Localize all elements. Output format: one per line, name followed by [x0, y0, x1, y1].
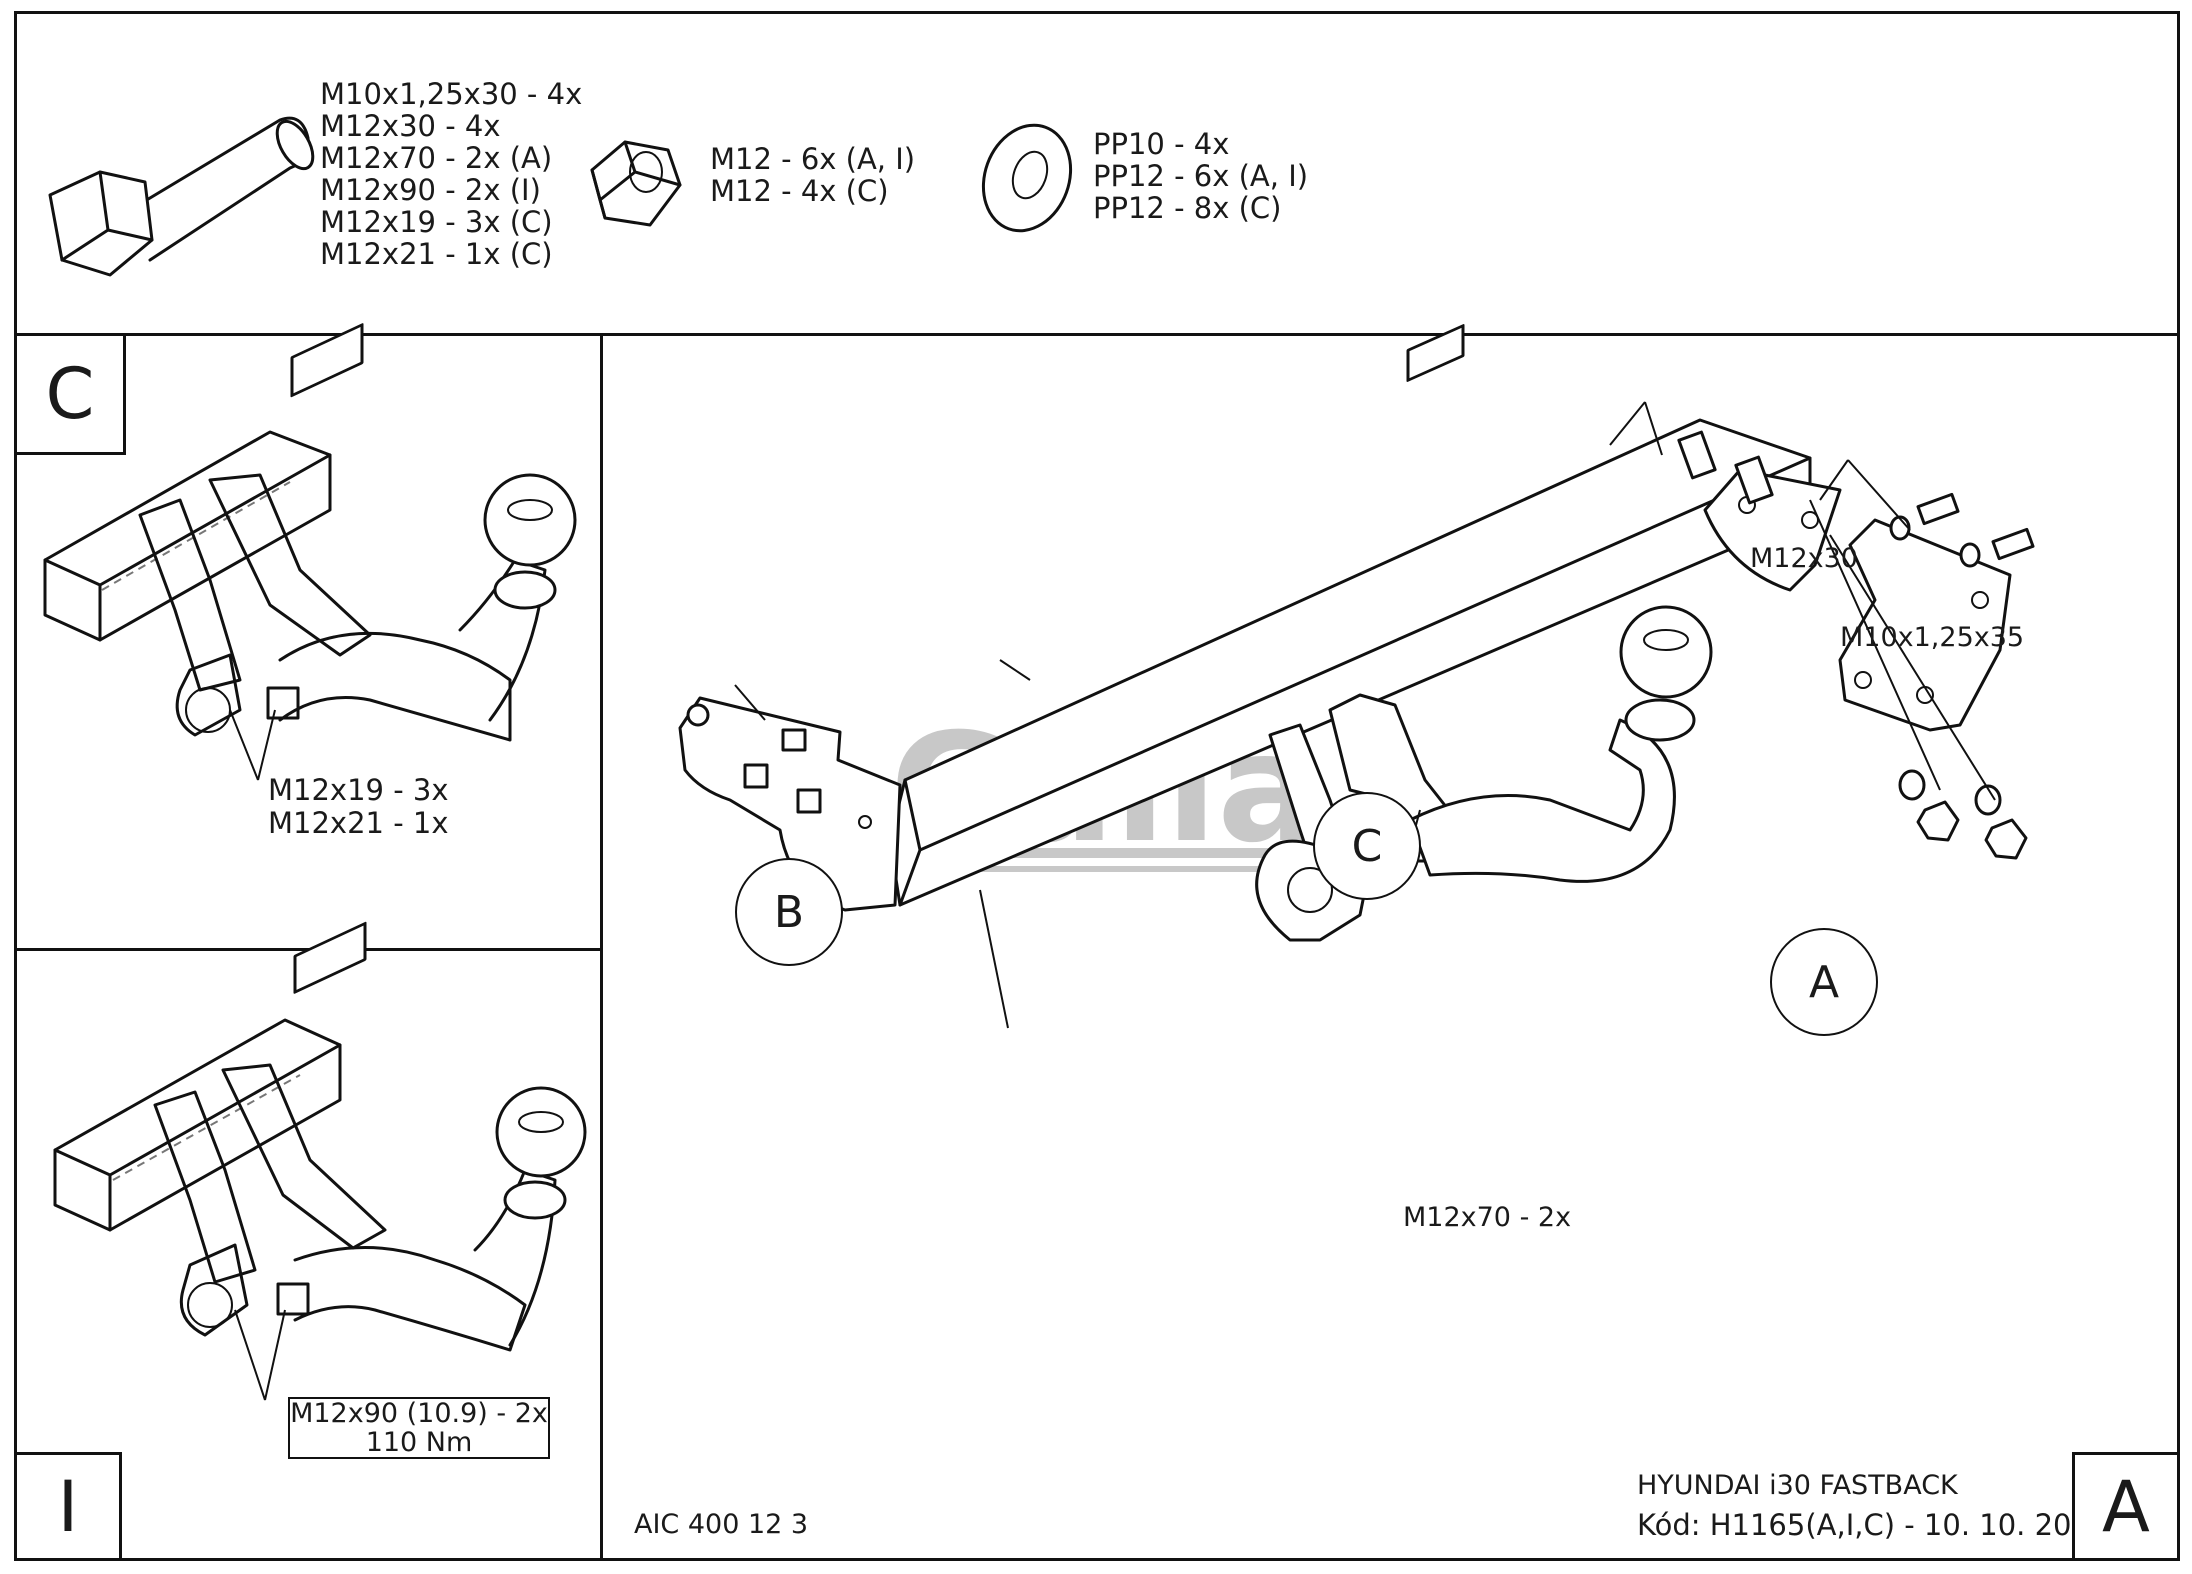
bolt-item: M12x30 - 4x — [320, 109, 501, 143]
bolt-icon — [48, 116, 315, 277]
drawing-frame — [14, 11, 2180, 1561]
nut-list: M12 - 6x (A, I) M12 - 4x (C) — [710, 145, 915, 209]
panel-i-towbar-drawing — [53, 921, 587, 1401]
header-divider — [14, 333, 2180, 336]
callout-c: C — [1313, 792, 1421, 900]
bolt-list: M10x1,25x30 - 4x M12x30 - 4x M12x70 - 2x… — [320, 80, 582, 272]
label-m12x70: M12x70 - 2x — [1403, 1202, 1572, 1233]
panel-i-bolt-callout: M12x90 (10.9) - 2x 110 Nm — [288, 1397, 550, 1459]
panel-c-towbar-drawing — [43, 323, 577, 781]
vehicle-name: HYUNDAI i30 FASTBACK — [1637, 1470, 1958, 1501]
panel-i-torque: 110 Nm — [365, 1427, 473, 1458]
washer-item: PP12 - 8x (C) — [1093, 191, 1282, 225]
callout-c-label: C — [1351, 820, 1383, 872]
nut-item: M12 - 4x (C) — [710, 174, 889, 208]
left-column-divider — [600, 333, 603, 1561]
code-line: Kód: H1165(A,I,C) - 10. 10. 2023 — [1637, 1508, 2109, 1542]
washer-item: PP10 - 4x — [1093, 127, 1230, 161]
callout-a: A — [1770, 928, 1878, 1036]
washer-list: PP10 - 4x PP12 - 6x (A, I) PP12 - 8x (C) — [1093, 130, 1308, 226]
label-m10x125x35: M10x1,25x35 — [1840, 622, 2025, 653]
doc-code: AIC 400 12 3 — [634, 1509, 809, 1540]
nut-icon — [590, 140, 682, 227]
bolt-item: M12x90 - 2x (I) — [320, 173, 541, 207]
bolt-item: M12x70 - 2x (A) — [320, 141, 553, 175]
corner-letter: A — [2072, 1452, 2180, 1561]
callout-b: B — [735, 858, 843, 966]
label-m12x30: M12x30 — [1750, 543, 1858, 574]
bolt-item: M12x19 - 3x (C) — [320, 205, 553, 239]
panel-i-letter: I — [14, 1452, 122, 1561]
panel-c-bolt-label: M12x19 - 3x — [268, 773, 449, 807]
washer-item: PP12 - 6x (A, I) — [1093, 159, 1309, 193]
panel-i-bolt-label: M12x90 (10.9) - 2x — [290, 1398, 548, 1429]
bolt-item: M10x1,25x30 - 4x — [320, 77, 583, 111]
nut-item: M12 - 6x (A, I) — [710, 142, 916, 176]
callout-b-label: B — [773, 886, 805, 938]
washer-icon — [981, 123, 1073, 233]
panel-c-bolt-label: M12x21 - 1x — [268, 806, 449, 840]
callout-a-label: A — [1808, 956, 1840, 1008]
bolt-item: M12x21 - 1x (C) — [320, 237, 553, 271]
panel-c-letter: C — [14, 333, 126, 455]
